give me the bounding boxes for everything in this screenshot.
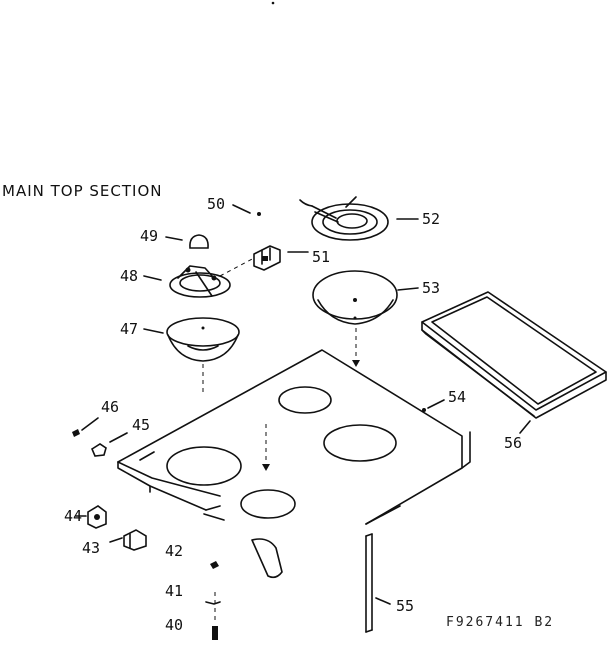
part-55-side-trim bbox=[365, 533, 373, 633]
label-56: 56 bbox=[504, 434, 522, 452]
leader-45 bbox=[109, 432, 128, 443]
label-51: 51 bbox=[312, 248, 330, 266]
part-56-cooktop-panel bbox=[421, 291, 607, 419]
label-47: 47 bbox=[120, 320, 138, 338]
leader-43 bbox=[109, 537, 123, 543]
label-50: 50 bbox=[207, 195, 225, 213]
label-46: 46 bbox=[101, 398, 119, 416]
label-40: 40 bbox=[165, 616, 183, 634]
part-45-clip bbox=[90, 443, 107, 457]
part-50-screw bbox=[257, 212, 261, 216]
leader-47 bbox=[143, 328, 164, 334]
label-54: 54 bbox=[448, 388, 466, 406]
drop-arrow-53 bbox=[352, 360, 360, 367]
part-44-switch bbox=[87, 505, 107, 529]
label-53: 53 bbox=[422, 279, 440, 297]
label-41: 41 bbox=[165, 582, 183, 600]
label-45: 45 bbox=[132, 416, 150, 434]
leader-48 bbox=[143, 275, 162, 281]
label-52: 52 bbox=[422, 210, 440, 228]
part-52-surface-coil bbox=[299, 196, 389, 241]
part-53-drip-bowl bbox=[312, 270, 398, 325]
label-43: 43 bbox=[82, 539, 100, 557]
top-dot bbox=[271, 1, 275, 5]
part-48-trim-ring bbox=[169, 265, 231, 298]
label-48: 48 bbox=[120, 267, 138, 285]
part-54-main-top bbox=[117, 349, 471, 579]
label-49: 49 bbox=[140, 227, 158, 245]
label-42: 42 bbox=[165, 542, 183, 560]
leader-46 bbox=[81, 417, 99, 431]
leader-55 bbox=[375, 597, 391, 605]
drop-arrow-54 bbox=[262, 464, 270, 471]
label-44: 44 bbox=[64, 507, 82, 525]
connector-48-51 bbox=[219, 257, 255, 277]
part-41-nut bbox=[205, 601, 221, 605]
leader-54 bbox=[427, 399, 445, 409]
part-46-screw bbox=[72, 429, 80, 437]
part-43-knob bbox=[123, 529, 147, 551]
part-49-cap bbox=[189, 234, 209, 249]
part-40-screw bbox=[212, 626, 218, 640]
leader-56 bbox=[519, 420, 531, 434]
part-42-screw bbox=[210, 561, 219, 569]
part-47-drip-bowl bbox=[166, 317, 240, 362]
leader-53 bbox=[397, 287, 419, 291]
part-51-receptacle bbox=[253, 245, 281, 271]
drawing-code: F9267411 B2 bbox=[446, 615, 554, 630]
leader-50 bbox=[232, 204, 251, 214]
diagram-title: MAIN TOP SECTION bbox=[2, 182, 163, 200]
leader-49 bbox=[165, 236, 183, 241]
label-55: 55 bbox=[396, 597, 414, 615]
part-54-screw bbox=[422, 408, 426, 412]
